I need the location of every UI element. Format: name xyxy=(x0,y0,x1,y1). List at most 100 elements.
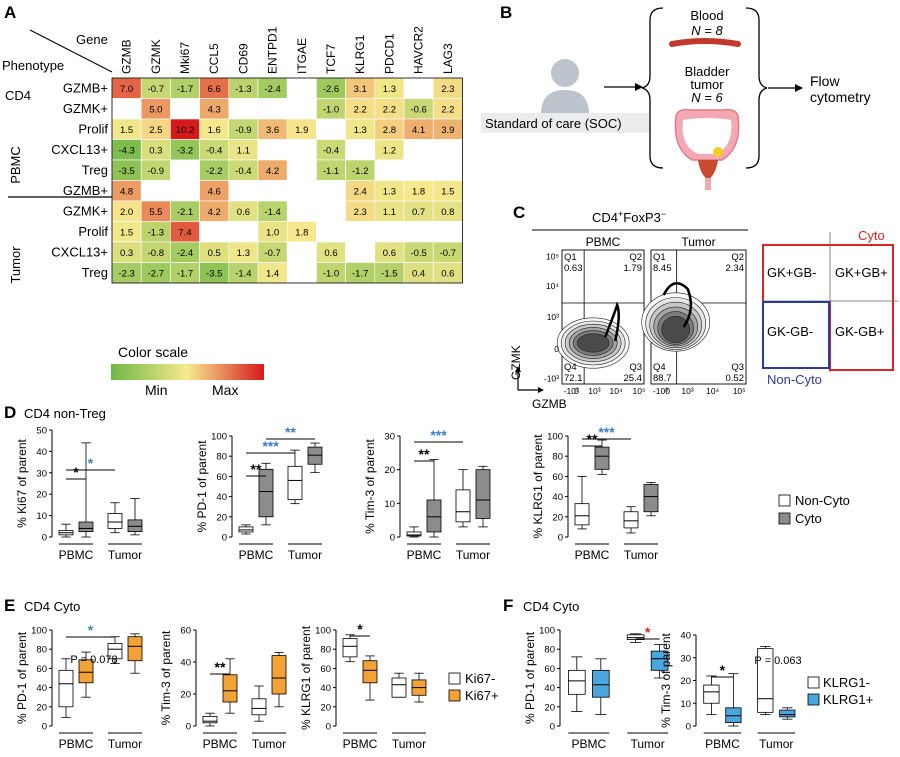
heatmap-cell-value: -0.6 xyxy=(410,104,426,115)
flow-x-tick: -10³ xyxy=(653,386,668,396)
flow-title-0: PBMC xyxy=(586,235,621,249)
y-axis-label: % KLRG1 of parent xyxy=(299,625,313,730)
flow-y-tick: 10⁴ xyxy=(546,281,559,291)
panel-f-letter: F xyxy=(503,596,513,615)
y-tick-label: 40 xyxy=(180,658,191,669)
heatmap-cell xyxy=(228,98,259,120)
y-axis-label: % PD-1 of parent xyxy=(195,440,209,533)
phenotype-row-label: GZMK+ xyxy=(63,101,108,116)
panel-b: B Standard of care (SOC) Blood N = 8 Bla… xyxy=(481,3,871,190)
heatmap-cell-value: 1.5 xyxy=(441,186,454,197)
group-label-pbmc: PBMC xyxy=(571,737,606,751)
heatmap-cell-value: 0.6 xyxy=(383,248,396,259)
flow-x-tick: 10⁴ xyxy=(706,386,719,396)
y-tick-label: 40 xyxy=(680,631,691,642)
flow-x-tick: 10⁴ xyxy=(610,386,623,396)
group-label-pbmc: PBMC xyxy=(239,548,274,562)
corner-phenotype-label: Phenotype xyxy=(2,58,64,73)
significance-stars: * xyxy=(720,662,726,678)
panel-d-section: CD4 non-Treg xyxy=(24,406,106,421)
heatmap-cell xyxy=(140,180,171,202)
group-label-pbmc: PBMC xyxy=(705,737,740,751)
heatmap-cell xyxy=(286,200,317,222)
heatmap-cell xyxy=(286,241,317,263)
legend-ki67-neg: Ki67- xyxy=(465,671,495,686)
heatmap-cell xyxy=(286,139,317,161)
gene-header-cd69: CD69 xyxy=(236,43,250,74)
heatmap-cell xyxy=(432,221,463,243)
gene-header-pdcd1: PDCD1 xyxy=(382,33,396,74)
group-label-tumor: Tumor xyxy=(252,737,286,751)
heatmap-cell-value: 2.3 xyxy=(354,207,367,218)
y-tick-label: 60 xyxy=(180,626,191,637)
box xyxy=(703,684,720,704)
heatmap-cell-value: 1.5 xyxy=(120,125,133,136)
box xyxy=(202,716,218,724)
quad-q2-value: 2.34 xyxy=(726,263,745,274)
left-brace xyxy=(641,7,664,169)
heatmap-cell xyxy=(432,159,463,181)
flow-x-tick: 10³ xyxy=(588,386,600,396)
heatmap-cell-value: 3.1 xyxy=(354,84,367,95)
y-tick-label: 40 xyxy=(320,683,331,694)
heatmap-cell-value: -1.4 xyxy=(264,207,280,218)
flow-y-tick: 10³ xyxy=(547,312,559,322)
panel-f-legend: KLRG1- KLRG1+ xyxy=(807,675,873,707)
gene-header-tcf7: TCF7 xyxy=(324,44,338,74)
box xyxy=(307,446,323,465)
color-scale-min: Min xyxy=(145,382,168,398)
quad-q1-value: 0.63 xyxy=(564,263,583,274)
heatmap-cell-value: 2.2 xyxy=(441,104,454,115)
phenotype-row-label: Treg xyxy=(82,162,108,177)
panel-b-letter: B xyxy=(500,3,512,22)
heatmap-cell-value: 5.0 xyxy=(149,104,162,115)
y-tick-label: 20 xyxy=(36,702,47,713)
legend-noncyto-d: Non-Cyto xyxy=(795,493,850,508)
box xyxy=(342,638,358,658)
heatmap-cell xyxy=(345,241,376,263)
heatmap-cell-value: -0.7 xyxy=(148,84,164,95)
box xyxy=(455,489,471,523)
heatmap-cell xyxy=(170,159,200,181)
gene-header-entpd1: ENTPD1 xyxy=(266,26,280,74)
group-label-tumor: Tumor xyxy=(630,737,664,751)
legend-klrg1-neg: KLRG1- xyxy=(823,675,870,690)
heatmap-cell-value: -2.7 xyxy=(148,268,164,279)
y-tick-label: 100 xyxy=(315,626,331,637)
box xyxy=(107,513,123,529)
box xyxy=(78,521,94,533)
heatmap-cell-value: 1.1 xyxy=(237,145,250,156)
cd4-label: CD4 xyxy=(5,88,31,103)
box xyxy=(78,659,94,684)
color-scale-max: Max xyxy=(212,382,238,398)
y-axis-label: % KLRG1 of parent xyxy=(531,434,545,539)
tumor-label: tumor xyxy=(690,77,724,92)
corner-divider xyxy=(29,29,113,73)
group-label-pbmc: PBMC xyxy=(407,548,442,562)
heatmap-cell-value: 0.3 xyxy=(149,145,162,156)
heatmap-cell-value: -0.5 xyxy=(410,248,426,259)
heatmap-cell xyxy=(345,221,376,243)
box xyxy=(391,677,407,698)
heatmap-cell xyxy=(286,77,317,99)
box xyxy=(475,469,491,519)
y-tick-label: 40 xyxy=(36,683,47,694)
flow-title-1: Tumor xyxy=(681,235,715,249)
heatmap-cell-value: 1.3 xyxy=(237,248,250,259)
significance-stars: *** xyxy=(430,427,447,443)
quad-q2: Q2 xyxy=(731,252,744,263)
heatmap-cell-value: 1.5 xyxy=(120,227,133,238)
box xyxy=(258,468,274,518)
quad-q4-value: 88.7 xyxy=(653,373,672,384)
y-tick-label: 20 xyxy=(544,702,555,713)
heatmap-cell-value: 2.2 xyxy=(383,104,396,115)
y-tick-label: 20 xyxy=(680,676,691,687)
y-tick-label: 60 xyxy=(320,664,331,675)
soc-label: Standard of care (SOC) xyxy=(485,116,622,131)
heatmap-cell xyxy=(257,180,288,202)
density-tail xyxy=(603,301,621,342)
heatmap-cell-value: -0.8 xyxy=(148,248,164,259)
